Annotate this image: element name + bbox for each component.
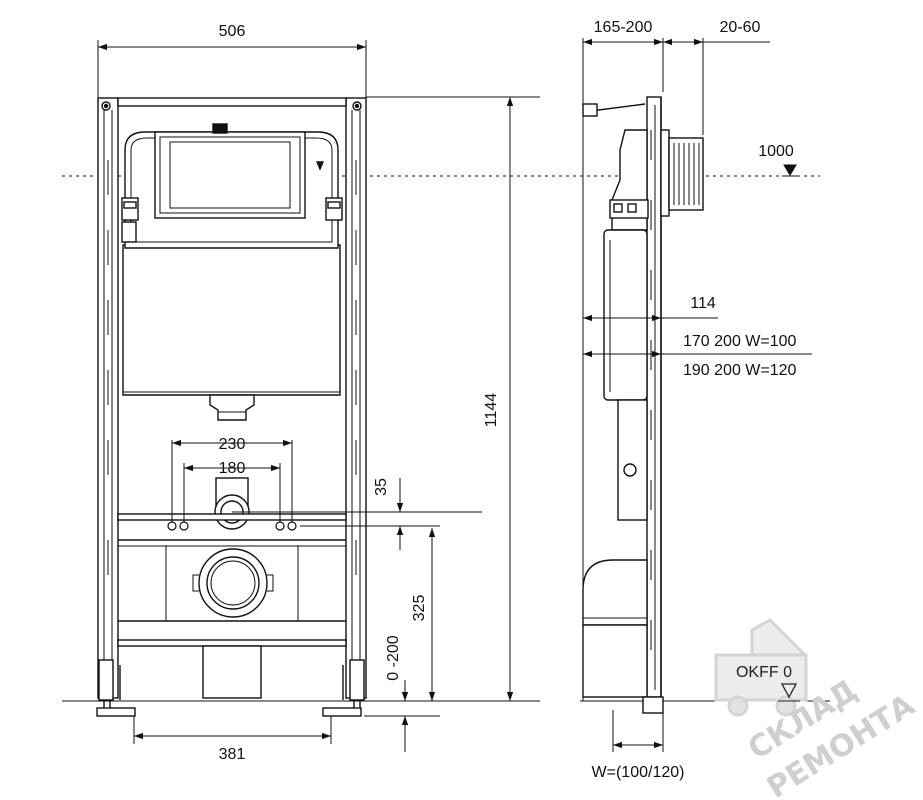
front-dimensions — [97, 40, 540, 752]
cistern-outlet — [209, 394, 255, 421]
width-label: 506 — [219, 23, 246, 40]
inner-holes-label: 180 — [219, 460, 246, 477]
frame-uprights — [97, 97, 367, 699]
leg-adjust-label: 0 -200 — [385, 635, 402, 680]
front-view — [62, 97, 820, 717]
flush-button-module — [668, 137, 704, 211]
cistern-body — [122, 244, 341, 396]
left-foot — [96, 707, 136, 717]
watermark: OKFF 0 СКЛАД РЕМОНТА — [714, 618, 922, 800]
w100-label: 170 200 W=100 — [683, 333, 797, 350]
floor-level-icon — [780, 683, 798, 699]
depth-label: 165-200 — [594, 19, 653, 36]
flush-opening — [154, 131, 306, 219]
outer-holes-label: 230 — [219, 436, 246, 453]
side-view — [580, 80, 830, 714]
side-drain-elbow — [582, 559, 648, 626]
w120-label: 190 200 W=120 — [683, 362, 797, 379]
side-dimensions — [582, 38, 812, 752]
pipe-label: 114 — [690, 295, 716, 312]
drain-height-label: 325 — [411, 595, 428, 622]
height-label: 1144 — [483, 393, 500, 428]
flush-height-label: 1000 — [758, 143, 794, 160]
drain-bend — [192, 548, 274, 618]
wall-gap-label: 20-60 — [720, 19, 761, 36]
mounting-holes — [167, 521, 297, 531]
wall-label: W=(100/120) — [592, 764, 685, 781]
right-foot — [322, 707, 362, 717]
feet-span-label: 381 — [219, 746, 246, 763]
okff-label: OKFF 0 — [736, 664, 792, 681]
pipe-offset-label: 35 — [373, 478, 390, 496]
dimension-labels: 506 230 180 381 1144 35 325 0 -200 165-2… — [219, 19, 797, 781]
